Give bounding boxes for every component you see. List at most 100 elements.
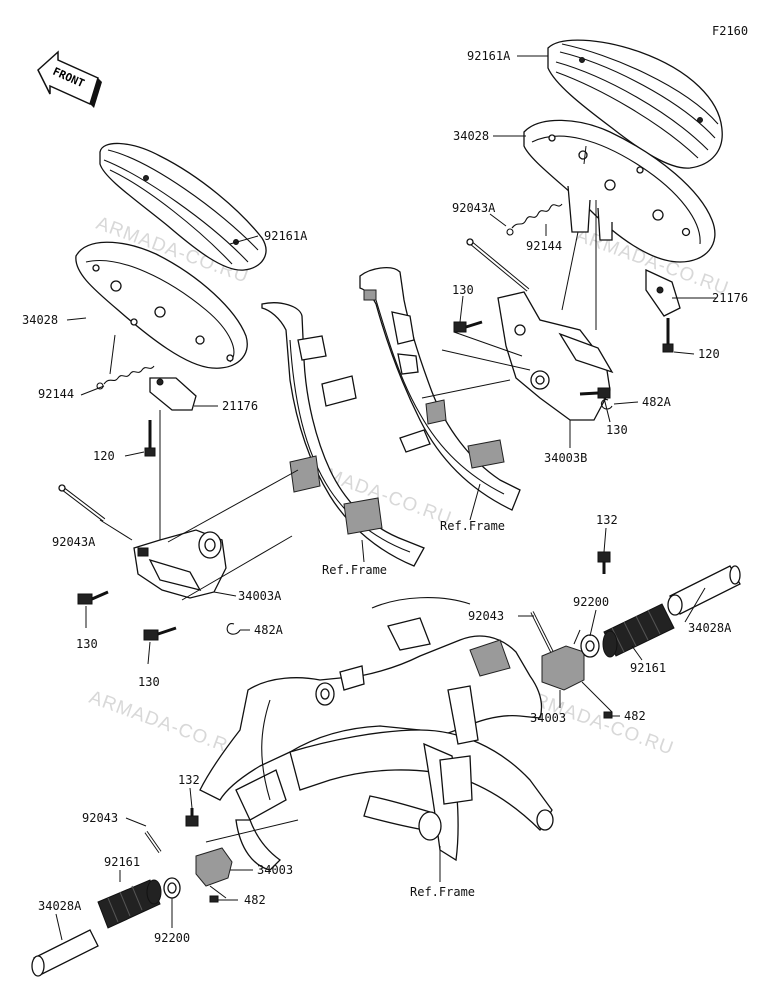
part-label: Ref.Frame bbox=[322, 563, 387, 577]
frame-rubber-mount bbox=[425, 399, 447, 425]
part-label: 21176 bbox=[712, 291, 748, 305]
watermark-4: ARMADA-CO.RU bbox=[86, 687, 244, 762]
frame-mount bbox=[363, 289, 377, 301]
part-label: 92200 bbox=[154, 931, 190, 945]
part-labels: 92161A 34028 92043A 92144 130 21176 120 … bbox=[22, 49, 748, 945]
part-label: 21176 bbox=[222, 399, 258, 413]
part-label: 120 bbox=[698, 347, 720, 361]
floorboard-leg bbox=[567, 185, 591, 233]
clip-482A-left bbox=[226, 623, 241, 635]
main-frame bbox=[199, 597, 554, 871]
frame-bracket-left bbox=[235, 769, 287, 821]
part-label: 130 bbox=[452, 283, 474, 297]
mat-ribs-right bbox=[555, 43, 719, 159]
part-label: 34028 bbox=[22, 313, 58, 327]
part-label: 92161 bbox=[104, 855, 140, 869]
part-label: 92043A bbox=[52, 535, 96, 549]
part-label: 34003 bbox=[530, 711, 566, 725]
footpeg-rubber-92161-left bbox=[97, 879, 162, 929]
bracket-plate-left bbox=[149, 377, 197, 411]
bolt-132-left bbox=[185, 808, 199, 827]
part-label: 132 bbox=[178, 773, 200, 787]
frame-top-line bbox=[371, 597, 471, 609]
part-label: 34028A bbox=[38, 899, 82, 913]
part-label: Ref.Frame bbox=[440, 519, 505, 533]
mat-hole bbox=[697, 117, 703, 123]
right-passenger-peg bbox=[530, 551, 741, 719]
floorboard-leg bbox=[597, 207, 613, 241]
diagram-code: F2160 bbox=[712, 24, 748, 38]
part-label: 132 bbox=[596, 513, 618, 527]
part-label: 92144 bbox=[38, 387, 74, 401]
part-label: 130 bbox=[76, 637, 98, 651]
part-label: 92043A bbox=[452, 201, 496, 215]
bolt-130-right-upper bbox=[453, 320, 483, 333]
left-passenger-peg bbox=[31, 808, 233, 977]
pin-482-right bbox=[603, 711, 613, 719]
part-label: 130 bbox=[138, 675, 160, 689]
part-label: 92200 bbox=[573, 595, 609, 609]
bracket-plate-right bbox=[645, 268, 681, 317]
part-label: 34003A bbox=[238, 589, 282, 603]
floorboard-mat-right bbox=[547, 39, 723, 169]
frame-rubber-mount bbox=[289, 455, 321, 493]
part-label: 34028 bbox=[453, 129, 489, 143]
frame-bracket-top bbox=[387, 617, 431, 651]
pin-482-left bbox=[209, 895, 219, 903]
floorboard-left bbox=[75, 241, 248, 369]
mat-hole bbox=[579, 57, 585, 63]
part-label: 92043 bbox=[468, 609, 504, 623]
frame-lug bbox=[297, 335, 327, 361]
part-label: 92161A bbox=[264, 229, 308, 243]
footpeg-mount-34003-right bbox=[541, 645, 585, 691]
frame-pivot bbox=[418, 811, 442, 841]
part-label: 120 bbox=[93, 449, 115, 463]
floorboard-holes-left bbox=[92, 264, 234, 362]
frame-side-line bbox=[261, 699, 271, 801]
frame-lug bbox=[397, 353, 419, 375]
frame-lug bbox=[321, 375, 357, 407]
left-floorboard-assembly bbox=[58, 142, 425, 641]
part-label: 482 bbox=[624, 709, 646, 723]
front-arrow-icon: FRONT bbox=[37, 50, 102, 108]
footpeg-cover-34028A-left bbox=[31, 929, 99, 977]
bracket-boss bbox=[558, 332, 614, 374]
leader-lines bbox=[55, 55, 716, 941]
frame-rubber-mount bbox=[469, 639, 511, 677]
part-label: 130 bbox=[606, 423, 628, 437]
part-label: 92161A bbox=[467, 49, 511, 63]
part-label: 482A bbox=[254, 623, 284, 637]
part-label: 34028A bbox=[688, 621, 732, 635]
bolt-120-right bbox=[662, 343, 674, 353]
footpeg-cover-34028A-right bbox=[667, 565, 741, 616]
frame-rubber-mount bbox=[467, 439, 505, 469]
part-label: 92043 bbox=[82, 811, 118, 825]
frame-tube-line bbox=[289, 339, 411, 553]
bolt-120-left bbox=[144, 447, 156, 457]
footpeg-rubber-92161-right bbox=[602, 603, 675, 658]
frame-lug bbox=[391, 311, 415, 345]
frame-gusset bbox=[447, 685, 479, 745]
part-label: 34003 bbox=[257, 863, 293, 877]
frame-rubber-mount bbox=[343, 497, 383, 535]
part-label: 92161 bbox=[630, 661, 666, 675]
part-label: 34003B bbox=[544, 451, 587, 465]
footpeg-mount-34003-left bbox=[195, 847, 233, 887]
part-label: 482A bbox=[642, 395, 672, 409]
frame-lug bbox=[339, 665, 365, 691]
spring-right bbox=[511, 203, 563, 229]
right-floorboard-assembly bbox=[359, 39, 723, 511]
frame-tab bbox=[399, 429, 431, 453]
frame-middle-segment bbox=[261, 302, 425, 567]
pin-head bbox=[466, 238, 474, 246]
floorboard-rim bbox=[85, 260, 235, 363]
frame-lower-rail bbox=[289, 729, 553, 832]
frame-gusset bbox=[439, 755, 473, 805]
frame-pivot bbox=[536, 809, 554, 831]
frame-tube-line bbox=[375, 299, 505, 495]
part-label: Ref.Frame bbox=[410, 885, 475, 899]
frame-right-segment bbox=[359, 266, 521, 511]
spring-left bbox=[103, 365, 155, 385]
bolt-130-left-lower bbox=[143, 626, 177, 641]
